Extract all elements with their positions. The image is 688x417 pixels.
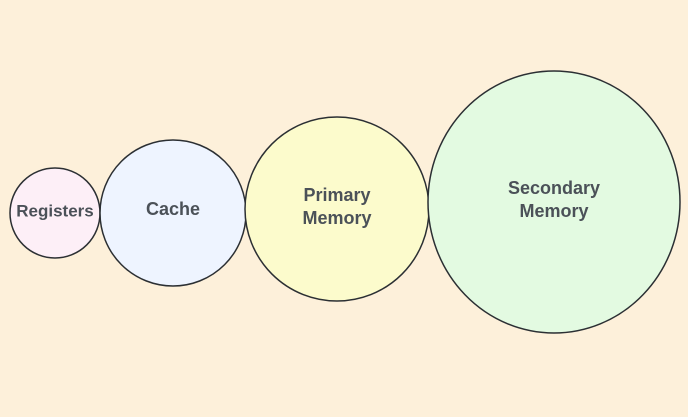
secondary-memory-label-line-1: Secondary xyxy=(508,178,600,198)
node-secondary-memory: Secondary Memory xyxy=(427,70,681,334)
node-primary-memory: Primary Memory xyxy=(244,116,430,302)
primary-memory-label-line-1: Primary xyxy=(303,185,370,205)
registers-label-line-1: Registers xyxy=(16,201,93,220)
secondary-memory-circle xyxy=(427,70,681,334)
secondary-memory-label-line-2: Memory xyxy=(519,201,588,221)
node-cache: Cache xyxy=(99,139,247,287)
node-registers: Registers xyxy=(9,167,101,259)
cache-label-line-1: Cache xyxy=(146,199,200,219)
primary-memory-label-line-2: Memory xyxy=(302,208,371,228)
